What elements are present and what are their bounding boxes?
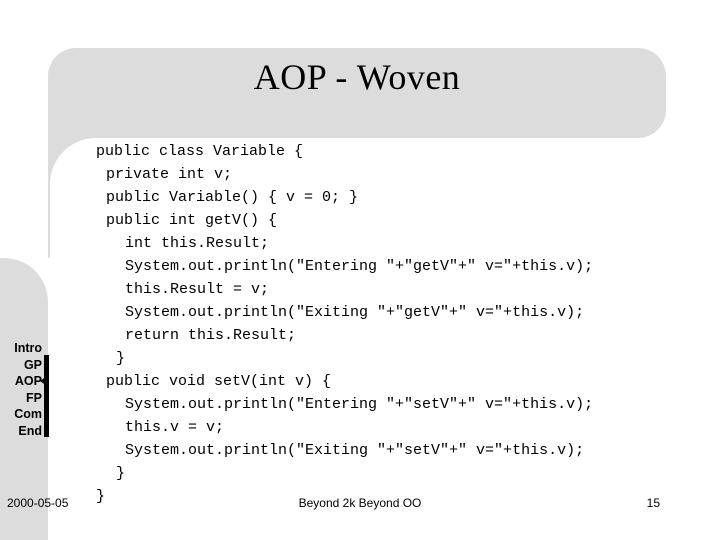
nav-item-gp[interactable]: GP	[23, 357, 42, 372]
content-panel	[50, 138, 720, 540]
slide-title: AOP - Woven	[253, 57, 461, 97]
title-band	[48, 48, 666, 138]
code-line: public int getV() {	[106, 212, 278, 229]
code-line: System.out.println("Entering "+"getV"+" …	[125, 258, 594, 275]
footer-date: 2000-05-05	[7, 496, 69, 510]
nav-progress-bar	[44, 355, 49, 437]
code-line: }	[116, 350, 126, 367]
code-line: this.Result = v;	[125, 281, 270, 298]
nav-item-fp[interactable]: FP	[26, 390, 42, 405]
current-section-arrow-icon	[40, 376, 47, 386]
nav-item-end[interactable]: End	[18, 423, 42, 438]
code-line: return this.Result;	[125, 327, 297, 344]
code-line: }	[116, 465, 126, 482]
code-line: this.v = v;	[125, 419, 225, 436]
nav-item-aop[interactable]: AOP	[14, 374, 42, 388]
left-frame-bar	[0, 258, 48, 540]
footer-title-text: Beyond 2k Beyond OO	[298, 496, 422, 510]
code-line: public Variable() { v = 0; }	[106, 189, 359, 206]
code-line: }	[96, 488, 106, 505]
nav-item-com[interactable]: Com	[14, 407, 42, 421]
section-nav: Intro GP AOP FP Com End	[14, 340, 42, 439]
code-line: System.out.println("Exiting "+"getV"+" v…	[125, 304, 585, 321]
code-line: private int v;	[106, 166, 233, 183]
nav-item-intro[interactable]: Intro	[14, 341, 42, 355]
code-line: int this.Result;	[125, 235, 270, 252]
code-line: System.out.println("Exiting "+"setV"+" v…	[125, 442, 585, 459]
page-number: 15	[646, 496, 660, 510]
code-line: System.out.println("Entering "+"setV"+" …	[125, 396, 594, 413]
footer-title: Beyond 2k Beyond OO	[0, 496, 720, 510]
code-line: public void setV(int v) {	[106, 373, 332, 390]
code-line: public class Variable {	[96, 143, 304, 160]
